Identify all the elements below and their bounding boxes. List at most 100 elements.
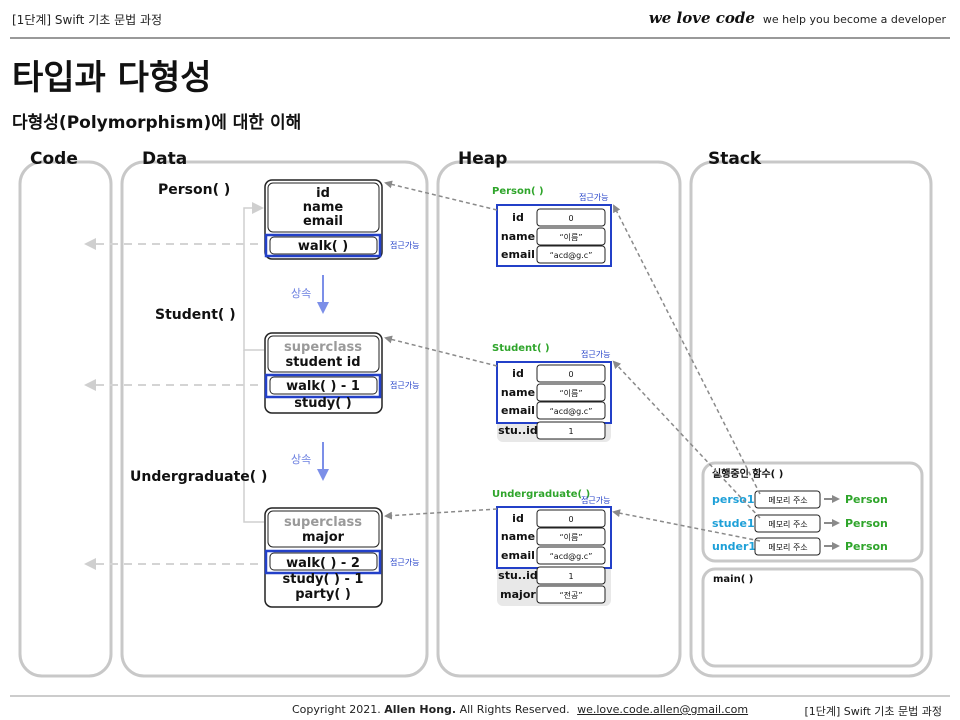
heap-key: email xyxy=(501,248,535,261)
heap-value-box xyxy=(536,208,606,227)
inherit-label: 상속 xyxy=(291,453,311,466)
class-box-student xyxy=(264,332,383,414)
heap-access-person: 접근가능 xyxy=(579,192,608,202)
heap-value-box xyxy=(536,401,606,420)
undergrad-method: walk( ) - 2 xyxy=(286,556,360,571)
footer-rights: All Rights Reserved. xyxy=(459,703,570,716)
heap-value-box xyxy=(536,546,606,565)
heap-key: stu..id xyxy=(498,424,538,437)
person-accessible-box xyxy=(264,233,382,258)
footer-email-link[interactable]: we.love.code.allen@gmail.com xyxy=(577,703,749,716)
brand-tagline: we help you become a developer xyxy=(762,13,946,26)
stack-var-value: 메모리 주소 xyxy=(768,496,807,505)
code-panel xyxy=(18,160,113,678)
heap-key: name xyxy=(501,386,535,399)
student-superclass: superclass xyxy=(284,340,362,355)
footer-course: [1단계] Swift 기초 문법 과정 xyxy=(804,705,942,718)
heap-value-box xyxy=(536,421,606,440)
heap-name-student: Student( ) xyxy=(492,343,550,354)
class-name-student: Student( ) xyxy=(155,307,236,323)
heap-object-person: Person( ) 접근가능 id 0 name “이름” email “acd… xyxy=(492,186,612,267)
pointer-arrows xyxy=(612,204,761,542)
class-student: Student( ) superclass student id walk( )… xyxy=(155,307,419,414)
heap-key: name xyxy=(501,230,535,243)
inherit-label: 상속 xyxy=(291,287,311,300)
stack-frame-main xyxy=(701,567,924,668)
heap-value: “acd@g.c” xyxy=(550,552,593,561)
heap-value: 0 xyxy=(568,515,573,524)
footer-author: Allen Hong. xyxy=(384,703,457,716)
heap-value-box xyxy=(536,383,606,402)
heap-value-box xyxy=(536,227,606,246)
stack-var-box xyxy=(754,490,821,509)
stack-var-stude1: stude1 메모리 주소 Person xyxy=(712,514,888,533)
stack-frame-running xyxy=(701,461,924,563)
heap-key: id xyxy=(512,367,524,380)
heap-access-student: 접근가능 xyxy=(581,349,610,359)
heap-value: “acd@g.c” xyxy=(550,251,593,260)
heap-key: stu..id xyxy=(498,569,538,582)
stack-var-value: 메모리 주소 xyxy=(768,543,807,552)
stack-var-box xyxy=(754,514,821,533)
heap-value: 0 xyxy=(568,214,573,223)
pointer-arrow xyxy=(613,204,761,495)
inheritance-bracket xyxy=(243,202,264,523)
stack-var-perso1: perso1 메모리 주소 Person xyxy=(712,490,888,509)
heap-value-box xyxy=(536,585,606,604)
heap-object-undergraduate: Undergraduate( ) 접근가능 id 0 name “이름” ema… xyxy=(492,489,612,606)
heap-key: email xyxy=(501,549,535,562)
class-name-person: Person( ) xyxy=(158,182,230,198)
heap-value-box xyxy=(536,566,606,585)
header-brand-group: we love code we help you become a develo… xyxy=(649,9,946,27)
heap-object-student: Student( ) 접근가능 id 0 name “이름” email “ac… xyxy=(492,343,612,442)
person-access-label: 접근가능 xyxy=(390,240,419,250)
heap-key: name xyxy=(501,530,535,543)
stack-frame-label: 실행중인 함수( ) xyxy=(712,467,783,480)
heap-name-undergraduate: Undergraduate( ) xyxy=(492,489,590,500)
brand-logo: we love code xyxy=(648,9,755,27)
stack-var-type: Person xyxy=(845,517,888,530)
heap-value-box xyxy=(536,509,606,528)
class-undergraduate: Undergraduate( ) superclass major walk( … xyxy=(130,469,419,608)
footer-copyright: Copyright 2021. xyxy=(292,703,381,716)
heap-column-label: Heap xyxy=(458,149,507,169)
student-field: student id xyxy=(285,355,360,370)
pointer-arrow xyxy=(612,360,761,519)
undergrad-accessible-box xyxy=(264,549,382,575)
heap-value-box xyxy=(536,364,606,383)
heap-value-box xyxy=(536,527,606,546)
heap-value: 1 xyxy=(568,427,573,436)
stack-var-box xyxy=(754,537,821,556)
stack-var-under1: under1 메모리 주소 Person xyxy=(712,537,888,556)
data-panel xyxy=(120,160,429,678)
class-name-undergraduate: Undergraduate( ) xyxy=(130,469,267,485)
undergrad-fields-box xyxy=(267,510,380,548)
heap-key: id xyxy=(512,512,524,525)
undergrad-method: study( ) - 1 xyxy=(283,572,364,587)
class-person: Person( ) id name email walk( ) 접근가능 xyxy=(158,179,419,260)
instance-class-arrow xyxy=(384,335,498,367)
student-method-box xyxy=(269,376,378,395)
heap-key: major xyxy=(500,588,536,601)
instance-class-arrow xyxy=(384,180,498,211)
student-access-label: 접근가능 xyxy=(390,380,419,390)
stack-var-name: perso1 xyxy=(712,493,755,506)
student-fields-box xyxy=(267,335,380,373)
heap-key: id xyxy=(512,211,524,224)
student-method: walk( ) - 1 xyxy=(286,379,360,394)
stack-var-name: under1 xyxy=(712,540,756,553)
undergrad-access-label: 접근가능 xyxy=(390,557,419,567)
class-box-person xyxy=(264,179,383,260)
undergrad-field: major xyxy=(302,530,345,545)
person-method-box xyxy=(269,236,378,255)
stack-var-value: 메모리 주소 xyxy=(768,520,807,529)
person-field: email xyxy=(303,214,343,229)
stack-column-label: Stack xyxy=(708,149,762,169)
student-method: study( ) xyxy=(294,396,351,411)
pointer-arrow xyxy=(612,509,761,542)
person-method: walk( ) xyxy=(298,239,348,254)
page-title: 타입과 다형성 xyxy=(12,58,212,98)
undergrad-method-box xyxy=(269,552,378,571)
heap-value: “acd@g.c” xyxy=(550,407,593,416)
